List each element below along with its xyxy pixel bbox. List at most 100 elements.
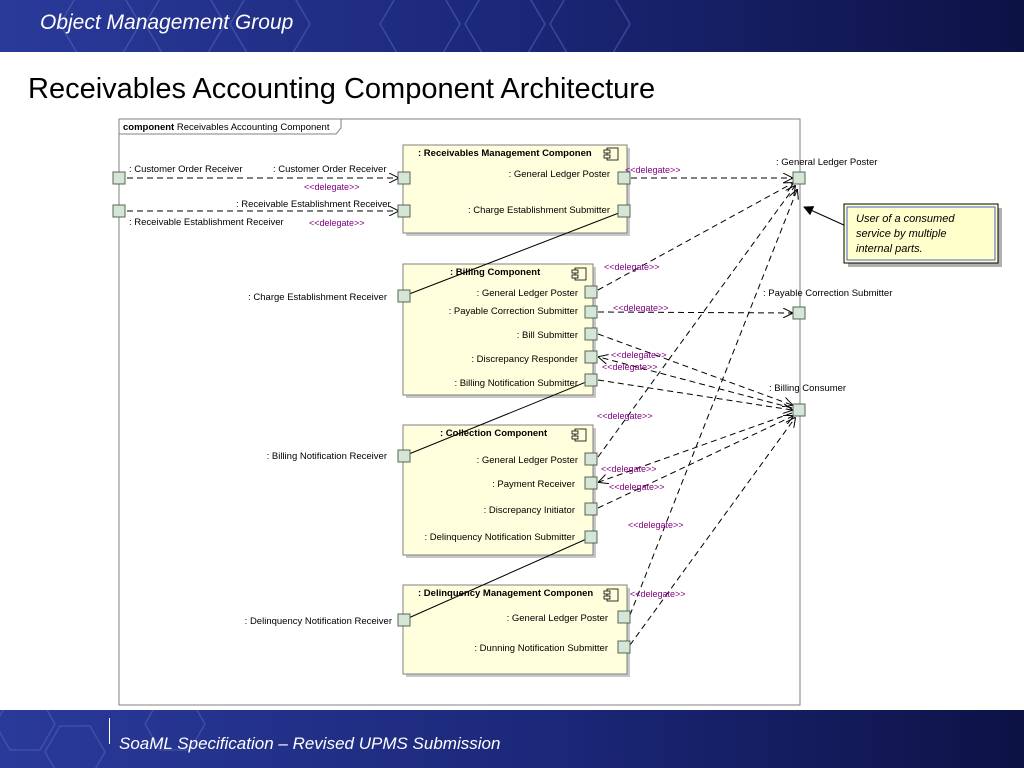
port-label: : Customer Order Receiver: [273, 164, 387, 175]
frame-label: component Receivables Accounting Compone…: [123, 122, 330, 133]
port: [584, 305, 598, 319]
port: [617, 610, 631, 624]
port-label: : Discrepancy Initiator: [484, 505, 575, 516]
footer-text: SoaML Specification – Revised UPMS Submi…: [119, 734, 501, 753]
note-line: service by multiple: [856, 228, 946, 240]
component-icon: [571, 267, 587, 281]
frame-name: Receivables Accounting Component: [177, 122, 330, 133]
delegate-label: <<delegate>>: [604, 262, 660, 272]
note-link: [803, 206, 847, 227]
billing-component: : Billing Component: [402, 263, 596, 398]
collection-component: : Collection Component: [402, 424, 596, 558]
note-line: User of a consumed: [856, 213, 955, 225]
delegate-label: <<delegate>>: [597, 411, 653, 421]
frame-tab: [119, 119, 342, 135]
port-label: : Bill Submitter: [517, 330, 578, 341]
delinquency-management-title: : Delinquency Management Componen: [418, 588, 593, 599]
header-banner: Object Management Group: [0, 0, 1024, 52]
org-name: Object Management Group: [40, 11, 294, 34]
outer-port-general-ledger-poster: [792, 171, 806, 185]
port-label: : Billing Notification Submitter: [454, 378, 578, 389]
port-label: : Discrepancy Responder: [471, 354, 578, 365]
delegate-label: <<delegate>>: [602, 362, 658, 372]
outer-port-label: : Billing Consumer: [769, 383, 846, 394]
port-label: : General Ledger Poster: [507, 613, 608, 624]
port-label: : Charge Establishment Receiver: [248, 292, 387, 303]
note-box: User of a consumed service by multiple i…: [843, 203, 1002, 267]
port: [397, 204, 411, 218]
note-line: internal parts.: [856, 243, 923, 255]
billing-title: : Billing Component: [450, 267, 541, 278]
footer-divider: [109, 718, 110, 744]
delegate-label: <<delegate>>: [628, 520, 684, 530]
delegate-connector: [599, 357, 793, 409]
component-icon: [603, 588, 619, 602]
delegate-label: <<delegate>>: [613, 303, 669, 313]
header-background: [0, 0, 1024, 52]
delegate-label: <<delegate>>: [611, 350, 667, 360]
port-label: : Billing Notification Receiver: [267, 451, 387, 462]
delegate-label: <<delegate>>: [625, 165, 681, 175]
component-icon: [571, 428, 587, 442]
footer-background: [0, 710, 1024, 768]
port: [584, 452, 598, 466]
port: [617, 171, 631, 185]
outer-port-label: : Receivable Establishment Receiver: [129, 217, 284, 228]
port-label: : Delinquency Notification Submitter: [425, 532, 576, 543]
outer-port-label: : General Ledger Poster: [776, 157, 877, 168]
port-label: : Dunning Notification Submitter: [474, 643, 608, 654]
outer-port-label: : Customer Order Receiver: [129, 164, 243, 175]
port-label: : Charge Establishment Submitter: [468, 205, 610, 216]
delegate-label: <<delegate>>: [309, 218, 365, 228]
delegate-connector: [599, 412, 793, 482]
port-label: : General Ledger Poster: [477, 455, 578, 466]
delegate-label: <<delegate>>: [609, 482, 665, 492]
port: [617, 640, 631, 654]
outer-port-customer-order-receiver: [112, 171, 126, 185]
frame-keyword: component: [123, 122, 175, 133]
delegate-connector: [597, 416, 793, 509]
receivables-management-component: : Receivables Management Componen: [402, 144, 630, 236]
port-label: : Receivable Establishment Receiver: [236, 199, 391, 210]
component-icon: [603, 147, 619, 161]
delinquency-management-component: : Delinquency Management Componen: [402, 584, 630, 677]
slide-title: Receivables Accounting Component Archite…: [28, 73, 656, 105]
port: [584, 530, 598, 544]
delegate-connector: [629, 418, 795, 646]
outer-port-billing-consumer: [792, 403, 806, 417]
collection-title: : Collection Component: [440, 428, 548, 439]
delegate-connector: [597, 333, 792, 405]
port: [397, 171, 411, 185]
assembly-connector: [403, 536, 592, 621]
port: [397, 449, 411, 463]
assembly-connector: [403, 210, 625, 297]
port-label: : Payable Correction Submitter: [449, 306, 578, 317]
assembly-connector: [403, 379, 592, 457]
port: [584, 502, 598, 516]
port: [397, 289, 411, 303]
delegate-label: <<delegate>>: [304, 182, 360, 192]
component-diagram: component Receivables Accounting Compone…: [112, 118, 1002, 706]
port: [584, 350, 598, 364]
delegate-connector: [597, 183, 793, 291]
port: [584, 285, 598, 299]
port-label: : Payment Receiver: [492, 479, 575, 490]
port-label: : Delinquency Notification Receiver: [245, 616, 392, 627]
delegate-connector: [597, 379, 792, 410]
port: [584, 476, 598, 490]
delegate-label: <<delegate>>: [601, 464, 657, 474]
delegate-label: <<delegate>>: [630, 589, 686, 599]
delegate-connector: [629, 190, 797, 616]
delegate-connector: [597, 186, 795, 458]
footer-banner: SoaML Specification – Revised UPMS Submi…: [0, 710, 1024, 768]
port: [617, 204, 631, 218]
port: [397, 613, 411, 627]
port: [584, 373, 598, 387]
outer-port-receivable-establishment-receiver: [112, 204, 126, 218]
receivables-management-title: : Receivables Management Componen: [418, 148, 592, 159]
port: [584, 327, 598, 341]
port-label: : General Ledger Poster: [477, 288, 578, 299]
outer-port-payable-correction-submitter: [792, 306, 806, 320]
delegate-connector: [597, 312, 792, 313]
port-label: : General Ledger Poster: [509, 169, 610, 180]
